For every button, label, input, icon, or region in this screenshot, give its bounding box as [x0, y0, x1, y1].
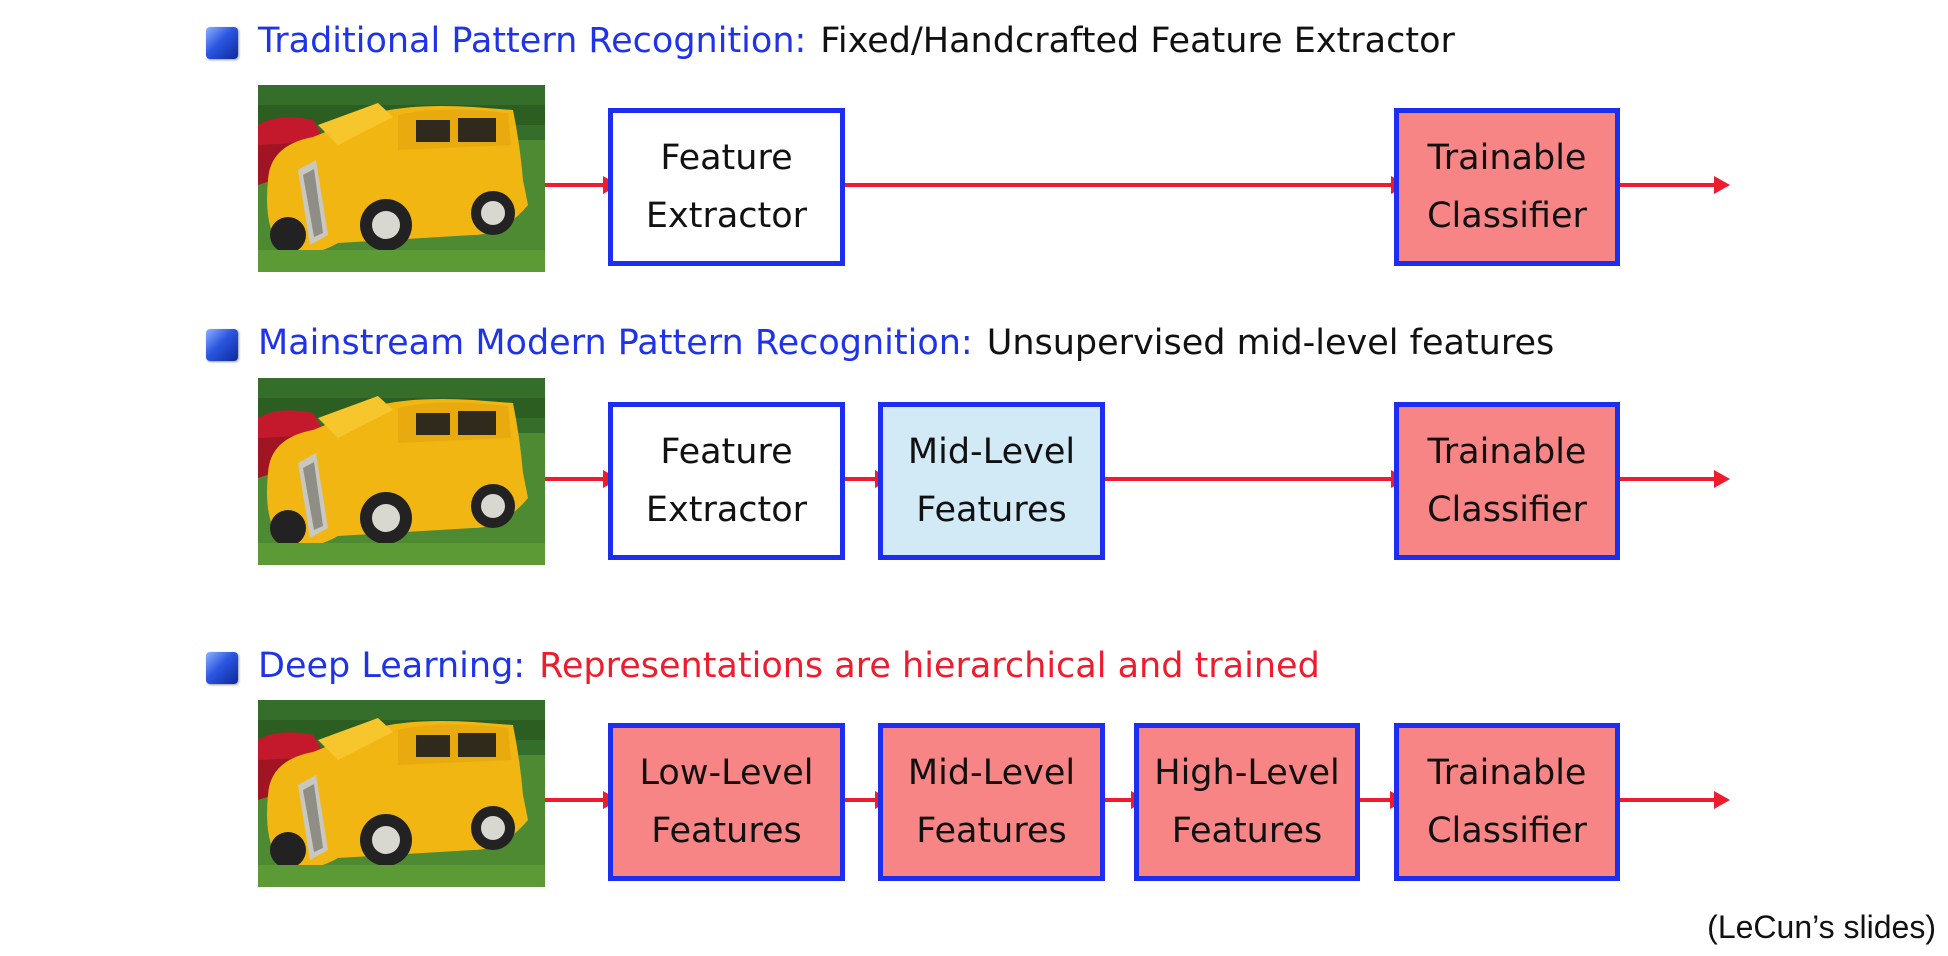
high-level-features-box: High-Level Features [1134, 723, 1360, 881]
arrow [845, 176, 1407, 194]
car-photo [258, 378, 545, 565]
arrow [1105, 791, 1147, 809]
row2-title-highlight: Mainstream Modern Pattern Recognition: [258, 323, 973, 363]
credit-text: (LeCun’s slides) [1707, 909, 1936, 945]
box-line2: Classifier [1427, 196, 1587, 236]
box-line1: Feature [660, 432, 793, 472]
row1-title-rest: Fixed/Handcrafted Feature Extractor [820, 21, 1455, 61]
row3-title-rest: Representations are hierarchical and tra… [539, 646, 1320, 686]
row3-title: Deep Learning: Representations are hiera… [206, 641, 1320, 691]
low-level-features-box: Low-Level Features [608, 723, 845, 881]
row1-title: Traditional Pattern Recognition: Fixed/H… [206, 16, 1455, 66]
row3-title-highlight: Deep Learning: [258, 646, 526, 686]
box-line1: High-Level [1154, 753, 1340, 793]
box-line1: Trainable [1427, 138, 1587, 178]
blue-square-bullet-icon [206, 652, 238, 684]
arrow [1360, 791, 1406, 809]
mid-level-features-box: Mid-Level Features [878, 723, 1105, 881]
box-line2: Extractor [645, 490, 808, 530]
box-line1: Low-Level [639, 753, 814, 793]
box-line2: Features [916, 490, 1067, 530]
box-line1: Trainable [1427, 432, 1587, 472]
output-arrow [1620, 470, 1730, 488]
output-arrow [1620, 176, 1730, 194]
arrow [545, 470, 619, 488]
row2-title-rest: Unsupervised mid-level features [986, 323, 1555, 363]
arrow [545, 791, 619, 809]
arrow [845, 470, 891, 488]
blue-square-bullet-icon [206, 27, 238, 59]
box-line2: Features [916, 811, 1067, 851]
box-line1: Mid-Level [907, 432, 1076, 472]
box-line2: Features [651, 811, 802, 851]
car-photo [258, 85, 545, 272]
blue-square-bullet-icon [206, 329, 238, 361]
box-line1: Mid-Level [907, 753, 1076, 793]
box-line1: Trainable [1427, 753, 1587, 793]
arrow [845, 791, 891, 809]
feature-extractor-box: Feature Extractor [608, 402, 845, 560]
trainable-classifier-box: Trainable Classifier [1394, 108, 1620, 266]
trainable-classifier-box: Trainable Classifier [1394, 402, 1620, 560]
mid-level-features-box: Mid-Level Features [878, 402, 1105, 560]
box-line1: Feature [660, 138, 793, 178]
car-photo [258, 700, 545, 887]
box-line2: Features [1171, 811, 1323, 851]
row1-title-highlight: Traditional Pattern Recognition: [258, 21, 807, 61]
box-line2: Classifier [1427, 490, 1587, 530]
feature-extractor-box: Feature Extractor [608, 108, 845, 266]
arrow [545, 176, 619, 194]
output-arrow [1620, 791, 1730, 809]
row2-title: Mainstream Modern Pattern Recognition: U… [206, 318, 1555, 368]
arrow [1105, 470, 1407, 488]
trainable-classifier-box: Trainable Classifier [1394, 723, 1620, 881]
box-line2: Classifier [1427, 811, 1587, 851]
box-line2: Extractor [645, 196, 808, 236]
